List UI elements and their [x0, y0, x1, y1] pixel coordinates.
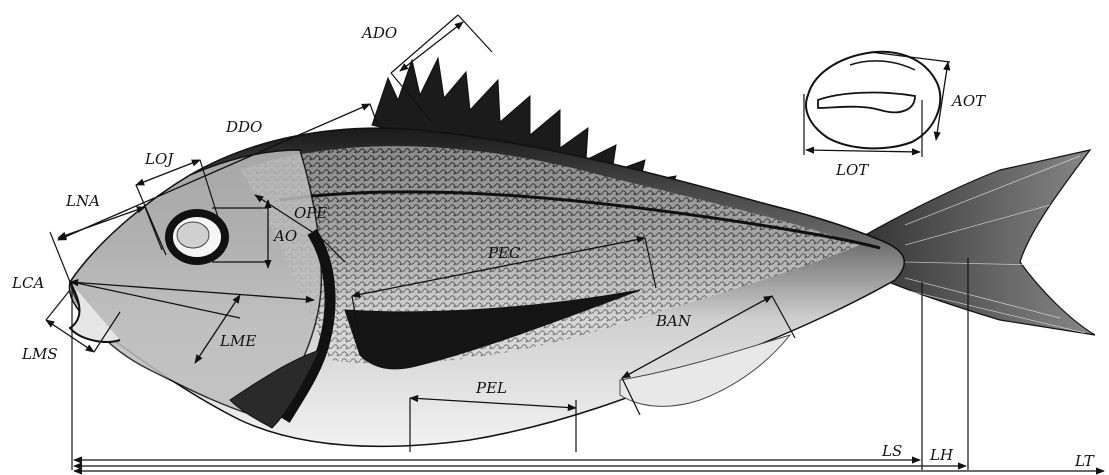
label-ado: ADO — [360, 24, 397, 42]
label-ao: AO — [272, 227, 297, 245]
fish-illustration — [69, 58, 1095, 446]
label-lh: LH — [929, 446, 954, 464]
label-ls: LS — [881, 442, 902, 460]
label-pel: PEL — [475, 379, 507, 397]
label-pec: PEC — [487, 244, 521, 262]
label-ope: OPE — [294, 204, 327, 222]
otolith-illustration — [806, 52, 940, 149]
label-lms: LMS — [21, 345, 58, 363]
label-ddo: DDO — [225, 118, 262, 136]
label-lt: LT — [1074, 452, 1095, 470]
label-ban: BAN — [655, 312, 692, 330]
label-lot: LOT — [835, 161, 869, 179]
label-loj: LOJ — [144, 150, 174, 168]
label-lna: LNA — [65, 192, 100, 210]
label-aot: AOT — [950, 92, 986, 110]
label-lme: LME — [219, 332, 256, 350]
label-lca: LCA — [11, 274, 44, 292]
